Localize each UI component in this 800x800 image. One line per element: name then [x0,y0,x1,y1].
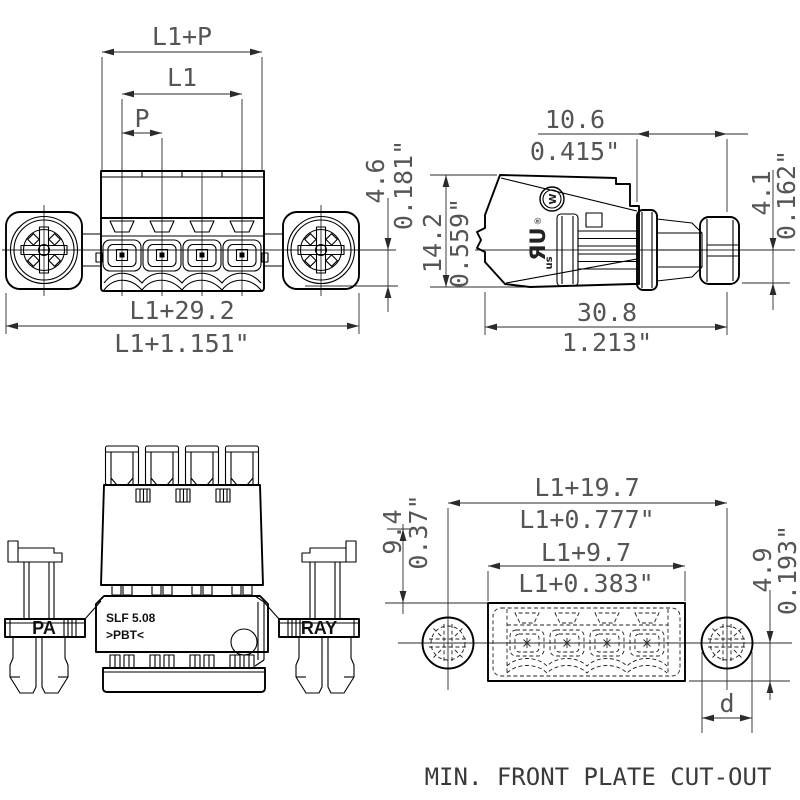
terminal-1 [102,239,142,272]
flange-right-label: RAY [301,618,337,638]
front-view-dim-arrows [6,48,392,330]
dim-l1p-label: L1+P [152,22,212,51]
rear-view: PA RAY SLF 5.08 >PBT< [4,445,360,694]
terminal-3 [182,239,222,272]
dim-cut-in-label: L1+0.383" [518,569,653,598]
dim-height-mm-label: 4.6 [361,158,390,203]
dim-sideheight-in-label: 0.559" [445,198,474,288]
cutout-geometry [421,602,754,682]
front-view: L1+P L1 P 4.6 0.181" L1+29.2 L1+1.151" [2,22,418,358]
dim-hole-dia-label: d [719,689,734,718]
dim-length-mm-label: 30.8 [577,298,637,327]
dim-sideheight-mm-label: 14.2 [418,213,447,273]
dim-height-in-label: 0.181" [389,140,418,230]
side-view-dim-arrows [442,130,777,331]
dim-pin-in-label: 0.162" [772,150,800,240]
dim-front-in-label: 0.415" [530,137,620,166]
manufacturer-logo: W [548,193,559,204]
dim-p-label: P [134,104,149,133]
cutout-view: L1+19.7 L1+0.777" L1+9.7 L1+0.383" 9.4 0… [378,473,800,791]
cutout-dim-lines [385,502,792,733]
dim-bottom-in-label: 0.193" [773,525,800,615]
dim-l1-label: L1 [167,63,197,92]
front-view-dim-lines [2,51,398,334]
terminal-4 [222,239,262,272]
rear-view-part [4,445,360,694]
flange-screw-right [286,215,356,285]
front-view-part [5,170,360,292]
terminal-2 [142,239,182,272]
registered-mark: ® [534,217,544,226]
type-marking: SLF 5.08 [106,611,156,625]
dim-span-in-label: L1+0.777" [519,505,654,534]
dim-span-mm-label: L1+19.7 [534,473,639,502]
flange-screw-left [9,215,79,285]
dim-width-mm-label: L1+29.2 [129,296,234,325]
ul-recognized-mark: ЯU [526,227,550,260]
material-marking: >PBT< [106,628,144,642]
dim-top-mm-label: 9.4 [378,509,407,554]
dim-length-in-label: 1.213" [562,328,652,357]
cutout-caption: MIN. FRONT PLATE CUT-OUT [425,763,772,791]
dim-top-in-label: 0.37" [404,494,433,569]
dim-bottom-mm-label: 4.9 [748,547,777,592]
dim-width-in-label: L1+1.151" [114,329,249,358]
push-pin-right [262,540,360,694]
dim-cut-mm-label: L1+9.7 [541,538,631,567]
side-view: W ® ЯU us 10.6 0.415" 14.2 0.559" 4.1 0.… [418,105,800,357]
dim-pin-mm-label: 4.1 [747,170,776,215]
cutout-dim-arrows [399,499,774,722]
side-view-part: W ® ЯU us [476,174,740,291]
ul-us-mark: us [544,256,555,269]
push-pin-left [4,540,102,694]
dim-front-mm-label: 10.6 [545,105,605,134]
flange-left-label: PA [32,618,56,638]
